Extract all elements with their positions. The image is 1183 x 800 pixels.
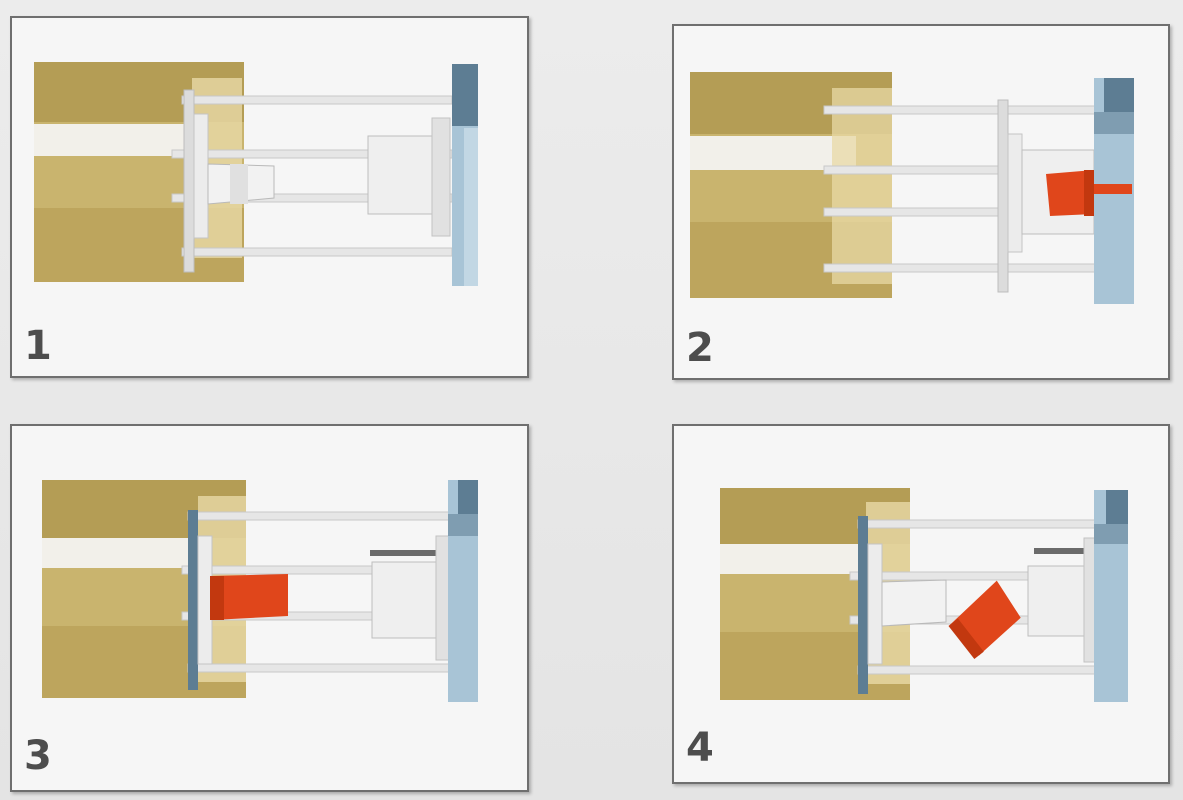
- step-number-4: 4: [686, 725, 714, 771]
- tie-bar-bottom: [857, 665, 1099, 675]
- moving-platen-gap: [720, 544, 870, 574]
- tie-bar-top: [187, 511, 453, 521]
- moving-mold-plate: [858, 516, 868, 694]
- molded-part-cup-ejected: [948, 580, 1021, 660]
- moving-mold-plate: [188, 510, 198, 690]
- mold-core: [881, 579, 947, 627]
- machine-diagram-1: [34, 62, 478, 286]
- fixed-platen-light: [464, 128, 478, 286]
- cavity-block: [371, 561, 439, 639]
- machine-diagram-3: [42, 480, 478, 702]
- moving-mold-plate: [183, 89, 195, 273]
- fixed-platen-shoulder: [448, 514, 478, 536]
- step-panel-3: 3: [10, 424, 529, 792]
- tie-bar-top: [181, 95, 453, 105]
- fixed-platen-shoulder: [1094, 112, 1134, 134]
- machine-diagram-4: [720, 488, 1128, 702]
- nozzle-melt-front: [1094, 184, 1132, 194]
- moving-mold-plate: [997, 99, 1009, 293]
- tie-bar-top: [823, 105, 1105, 115]
- cavity-plate: [431, 117, 451, 237]
- step-number-2: 2: [686, 325, 714, 371]
- fixed-platen-shoulder: [1094, 524, 1128, 544]
- fixed-platen-head: [1104, 78, 1134, 112]
- moving-platen-light-face: [832, 88, 892, 284]
- tie-bar-bottom: [181, 247, 453, 257]
- sprue-runner: [1034, 548, 1088, 554]
- fixed-platen-head: [458, 480, 478, 514]
- ejector-plate: [193, 113, 209, 239]
- moving-platen-gap: [42, 538, 212, 568]
- step-panel-2: 2: [672, 24, 1170, 380]
- tie-bar-bottom: [187, 663, 453, 673]
- step-number-1: 1: [24, 323, 52, 369]
- step-number-3: 3: [24, 733, 52, 779]
- machine-diagram-2: [690, 72, 1134, 304]
- ejector-plate: [197, 535, 213, 665]
- molded-part-shade: [210, 576, 224, 620]
- sprue-runner: [370, 550, 444, 556]
- step-panel-4: 4: [672, 424, 1170, 784]
- molded-part-cup: [210, 574, 288, 620]
- step-panel-1: 1: [10, 16, 529, 378]
- molded-part-cup: [1046, 170, 1094, 216]
- tie-bar-bottom: [823, 263, 1105, 273]
- fixed-platen-head: [1106, 490, 1128, 524]
- molded-part-rim: [1084, 170, 1096, 216]
- fixed-platen-head: [452, 64, 478, 126]
- cavity-block: [367, 135, 435, 215]
- core-shade: [230, 164, 248, 204]
- ejector-plate: [1007, 133, 1023, 253]
- cavity-block: [1027, 565, 1089, 637]
- moving-platen-gap: [690, 136, 856, 170]
- ejector-plate: [867, 543, 883, 665]
- tie-bar-top: [857, 519, 1099, 529]
